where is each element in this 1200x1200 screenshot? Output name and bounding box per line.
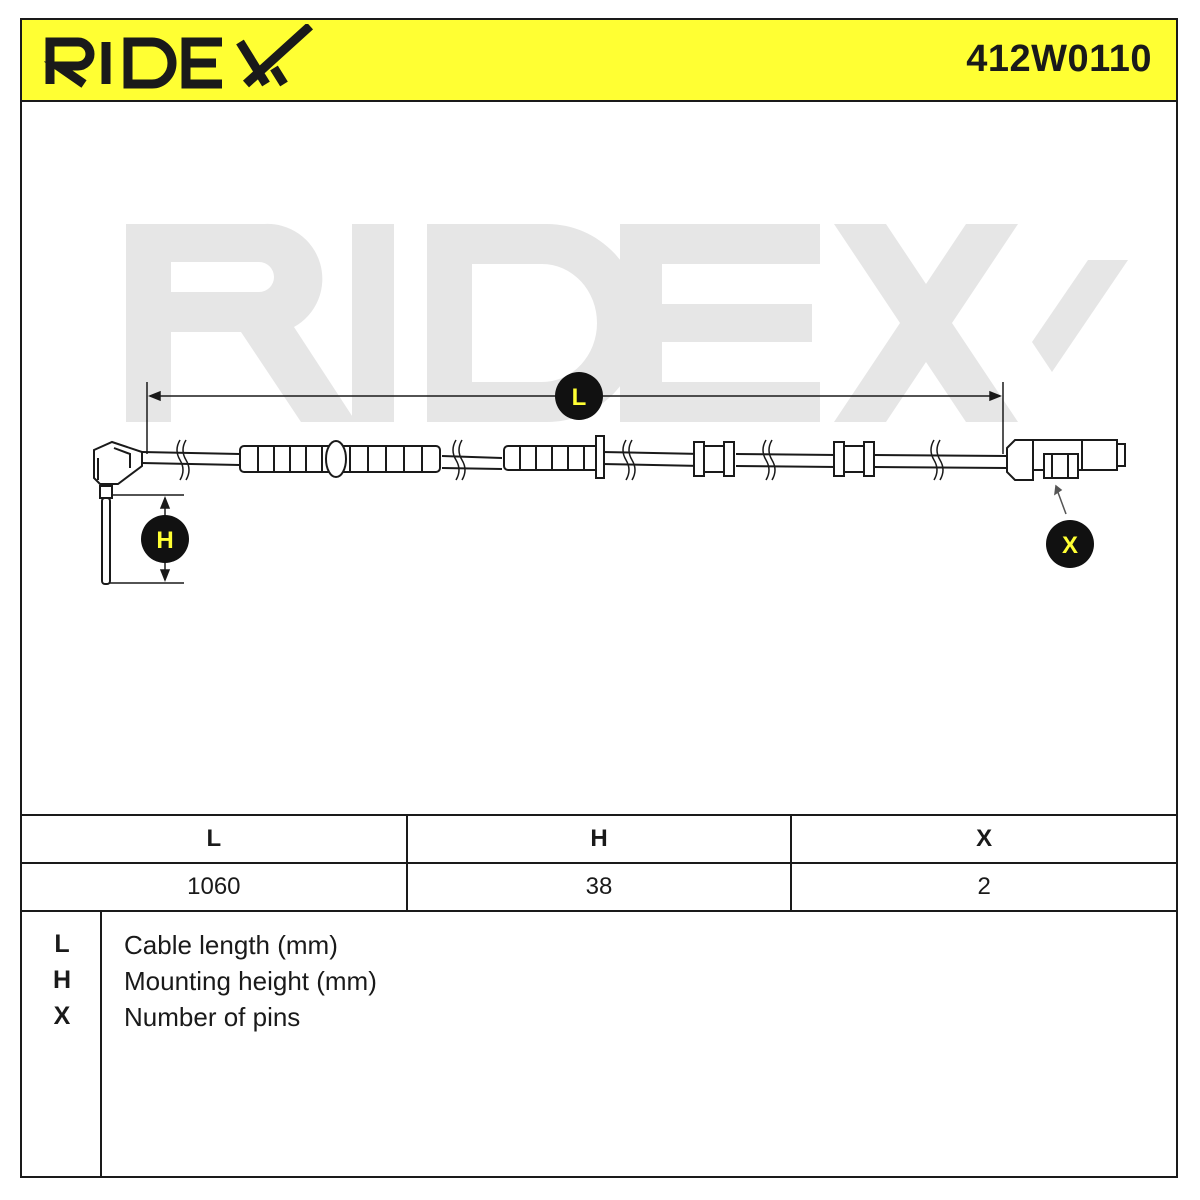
dimensions-value-row: 1060 38 2: [22, 862, 1176, 910]
legend-key-h: H: [52, 966, 72, 994]
dimensions-header-row: L H X: [22, 814, 1176, 863]
value-cell-h: 38: [406, 862, 793, 910]
legend-text-l: Cable length (mm): [124, 930, 338, 960]
pin-indicator-arrow: [1054, 484, 1067, 515]
legend-keys-column: [22, 912, 102, 1178]
product-sheet: 412W0110: [20, 18, 1178, 1178]
brand-logo: [44, 24, 314, 89]
sensor-drawing: L H X: [93, 223, 1128, 585]
marker-x: X: [1046, 520, 1094, 568]
value-cell-l: 1060: [22, 862, 408, 910]
marker-l-label: L: [572, 384, 587, 411]
marker-l: L: [555, 372, 603, 420]
value-cell-x: 2: [791, 862, 1176, 910]
marker-x-label: X: [1062, 532, 1078, 559]
header-cell-x: X: [791, 814, 1176, 863]
height-dimension: [106, 494, 184, 584]
header-bar: 412W0110: [22, 20, 1176, 102]
part-number: 412W0110: [966, 38, 1152, 80]
header-cell-l: L: [22, 814, 408, 863]
technical-drawing: L H X: [22, 102, 1176, 814]
legend: L Cable length (mm) H Mounting height (m…: [22, 910, 1176, 1178]
dimensions-table: L H X 1060 38 2: [22, 814, 1176, 910]
legend-text-x: Number of pins: [124, 1002, 301, 1032]
marker-h-label: H: [156, 527, 173, 554]
header-cell-h: H: [406, 814, 793, 863]
ridex-watermark: [126, 223, 1128, 422]
sensor-head: [93, 440, 143, 585]
connector: [1006, 439, 1126, 481]
marker-h: H: [141, 515, 189, 563]
legend-key-l: L: [54, 930, 70, 958]
legend-key-x: X: [53, 1002, 71, 1030]
sensor-cable: [141, 435, 1008, 481]
legend-text-h: Mounting height (mm): [124, 966, 377, 996]
